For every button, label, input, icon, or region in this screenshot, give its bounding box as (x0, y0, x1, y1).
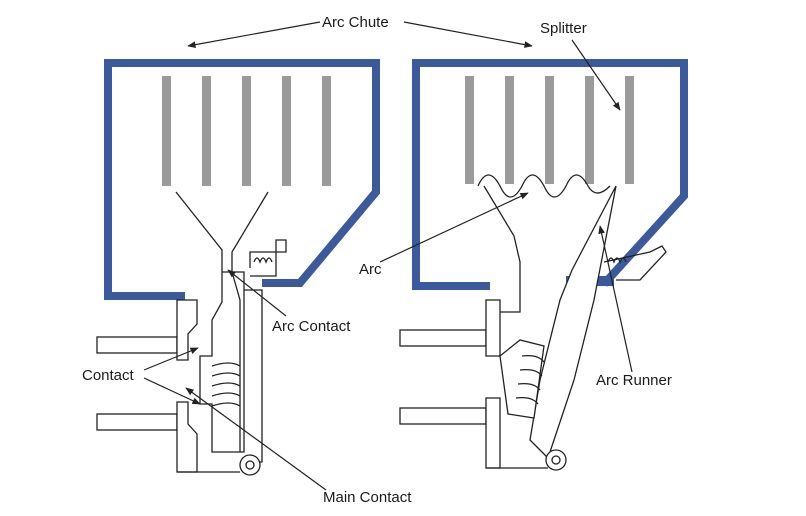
pointer-arrows (143, 21, 633, 491)
label-arc-runner: Arc Runner (596, 372, 672, 389)
arrow-main-contact (185, 387, 327, 491)
left-arc-runner-lines (175, 191, 269, 272)
label-arc: Arc (359, 261, 382, 278)
right-small-spring (603, 245, 667, 281)
arrow-arc-chute-right (403, 21, 533, 48)
arrow-arc-runner (598, 225, 633, 373)
right-assembly (399, 59, 688, 471)
arrow-arc-contact (227, 269, 287, 317)
left-small-spring (249, 239, 287, 277)
arrow-contact-upper (143, 347, 199, 371)
arrow-splitter (571, 39, 621, 111)
label-arc-chute: Arc Chute (322, 14, 389, 31)
left-arc-chute (104, 59, 380, 300)
right-splitter-plates (465, 76, 634, 184)
arrow-arc-upper (379, 192, 529, 263)
right-arc-chute (412, 59, 688, 290)
label-arc-contact: Arc Contact (272, 318, 351, 335)
left-assembly (96, 59, 380, 476)
left-moving-contact (199, 271, 263, 476)
label-main-contact: Main Contact (323, 489, 412, 506)
label-contact: Contact (82, 367, 135, 384)
arc-wave (477, 174, 611, 198)
arrow-arc-chute-left (187, 21, 321, 48)
right-fixed-contact (399, 185, 548, 469)
left-splitter-plates (162, 76, 331, 186)
label-splitter: Splitter (540, 20, 587, 37)
right-moving-contact (499, 185, 617, 471)
arrow-contact-lower (143, 377, 201, 405)
left-fixed-contact (96, 299, 240, 473)
